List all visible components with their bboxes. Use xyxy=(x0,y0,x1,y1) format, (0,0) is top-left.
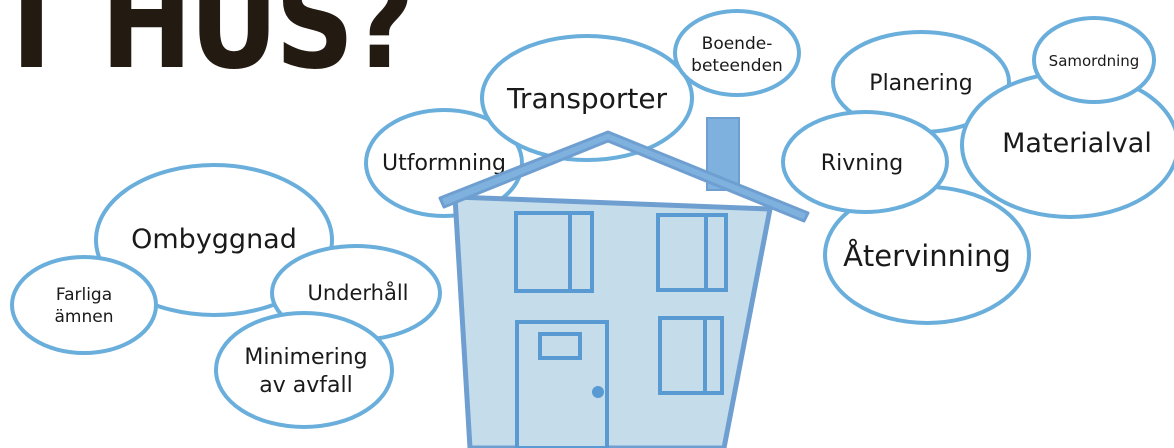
bubble-label-line1: Boende- xyxy=(702,34,773,54)
bubble-label-line2: beteenden xyxy=(691,56,783,76)
bubble-label: Materialval xyxy=(1002,128,1152,159)
bubble-samordning: Samordning xyxy=(1034,18,1154,102)
bubble-label-line1: Farliga xyxy=(56,285,112,305)
bubble-label: Underhåll xyxy=(307,280,408,305)
bubble-label: Återvinning xyxy=(843,239,1011,273)
bubble-label: Rivning xyxy=(821,151,903,176)
bubble-label: Samordning xyxy=(1049,52,1140,70)
bubble-boendebeteenden: Boende- beteenden xyxy=(675,11,799,95)
bubble-label: Planering xyxy=(869,71,972,96)
house-door xyxy=(517,322,607,448)
bubble-label: Ombyggnad xyxy=(131,224,297,255)
bubble-label-line2: av avfall xyxy=(259,373,352,398)
bubble-rivning: Rivning xyxy=(783,112,947,212)
bubble-label: Utformning xyxy=(382,151,506,176)
bubble-label-line2: ämnen xyxy=(55,307,114,327)
bubble-label-line1: Minimering xyxy=(244,345,367,370)
bubble-label: Transporter xyxy=(506,82,668,115)
bubble-farliga-amnen: Farliga ämnen xyxy=(12,257,156,353)
bubble-minimering-av-avfall: Minimering av avfall xyxy=(216,313,392,427)
